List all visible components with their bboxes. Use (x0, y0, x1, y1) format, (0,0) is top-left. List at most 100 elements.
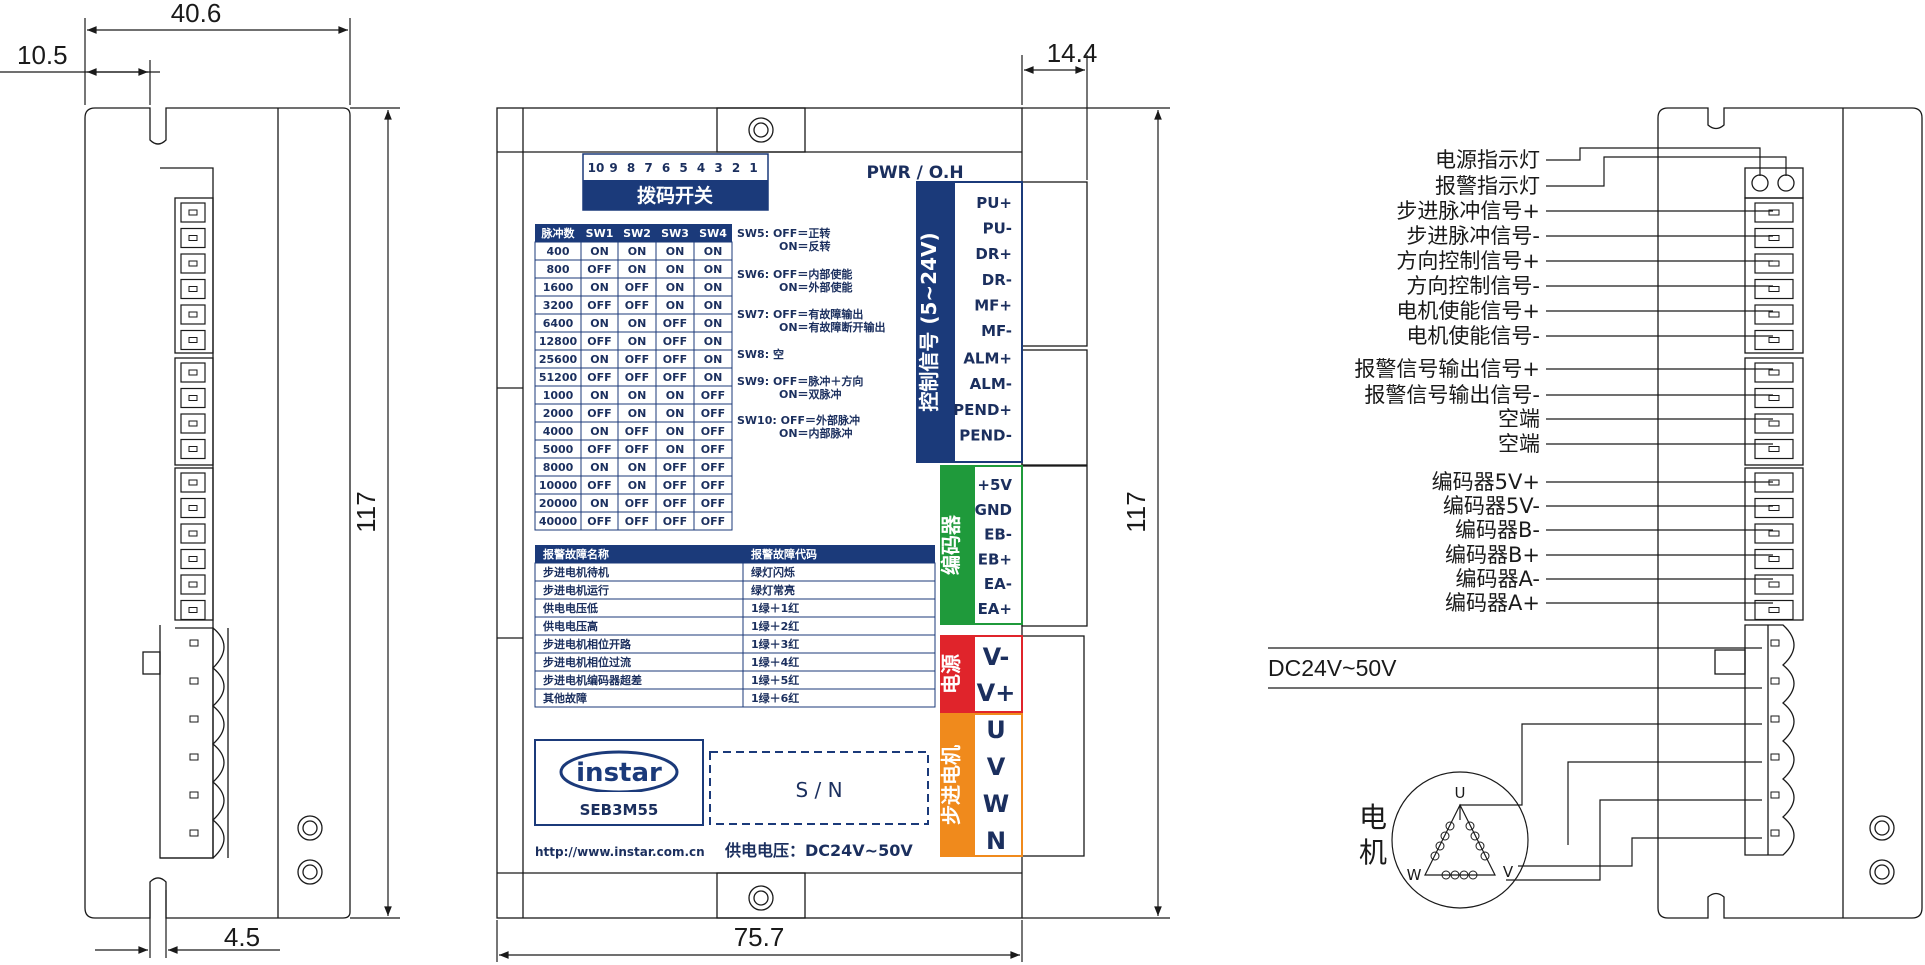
alarm-table-value: 供电电压高 (542, 619, 598, 633)
front-panel (496, 107, 1088, 919)
pulse-table-value: OFF (701, 443, 725, 456)
pin-cell (180, 304, 206, 325)
pulse-table-value: OFF (625, 515, 649, 528)
sw-note-line2: ON＝有故障断开输出 (779, 320, 886, 334)
pin-hole (188, 235, 198, 241)
pin-cell (1754, 329, 1794, 351)
pulse-table-value: ON (628, 389, 647, 402)
pin-cell (180, 413, 206, 434)
pin-cell (180, 599, 206, 621)
pulse-table-header: SW2 (623, 227, 651, 240)
terminal-hole (189, 753, 199, 761)
pulse-table-value: ON (628, 461, 647, 474)
motor-label-1: 电 (1359, 801, 1387, 834)
alarm-table-value: 其他故障 (543, 691, 587, 705)
pulse-table-value: 800 (547, 263, 570, 276)
pulse-table-value: ON (704, 353, 723, 366)
pin-hole (1768, 395, 1780, 401)
pulse-table-value: OFF (625, 425, 649, 438)
sn-label: S / N (795, 778, 842, 802)
pin-cell (1754, 599, 1794, 621)
pulse-table-value: OFF (701, 425, 725, 438)
sw-note-line1: SW10: OFF＝外部脉冲 (737, 413, 860, 427)
dip-title: 拨码开关 (637, 184, 713, 207)
control-pin-label: MF+ (974, 296, 1012, 314)
wiring-label: 电源指示灯 (1435, 148, 1540, 172)
front-pin-labels: PU+PU-DR+DR-MF+MF-ALM+ALM-PEND+PEND-+5VG… (953, 194, 1015, 855)
pin-hole (1768, 607, 1780, 613)
pin-hole (188, 420, 198, 427)
pulse-table-value: OFF (701, 407, 725, 420)
motor-coil (1430, 821, 1490, 880)
wiring-label: 编码器A+ (1445, 591, 1540, 615)
terminal-hole (189, 715, 199, 723)
encoder-title: 编码器 (939, 514, 963, 575)
brand-logo: instar (576, 758, 662, 788)
motor-pin-label: U (986, 716, 1006, 744)
pulse-table-value: ON (704, 245, 723, 258)
pin-cell (180, 438, 206, 460)
pin-hole (1768, 235, 1780, 241)
pin-hole (188, 479, 198, 486)
pulse-table-value: OFF (587, 443, 611, 456)
pin-cell (1754, 523, 1794, 544)
pin-hole (1768, 337, 1780, 343)
wiring-label: 编码器B- (1455, 518, 1540, 542)
pin-cell (180, 227, 206, 249)
pulse-table-value: OFF (663, 497, 687, 510)
pulse-table-value: ON (590, 425, 609, 438)
alarm-table-value: 1绿＋5红 (751, 673, 799, 687)
pin-hole (1768, 420, 1780, 427)
wiring-label: 编码器5V+ (1432, 470, 1540, 494)
dip-number: 10 (588, 161, 605, 175)
pulse-table-value: ON (628, 407, 647, 420)
pulse-table-value: 2000 (543, 407, 574, 420)
pin-cell (1754, 304, 1794, 325)
pulse-table-header-bg (535, 224, 732, 242)
power-and-motor-wiring (1268, 647, 1762, 909)
pwr-oh-label: PWR / O.H (866, 163, 963, 183)
pin-cell (180, 253, 206, 274)
sw-note-line2: ON＝双脉冲 (779, 387, 842, 401)
wiring-label: 方向控制信号- (1406, 274, 1540, 298)
pulse-table-value: ON (590, 245, 609, 258)
pin-hole (188, 369, 198, 376)
pin-cell (180, 362, 206, 383)
pulse-table-value: 51200 (539, 371, 578, 384)
pin-hole (1768, 311, 1780, 318)
control-pin-label: PEND- (959, 426, 1012, 444)
terminal-hole (1770, 715, 1780, 723)
pulse-table-value: OFF (663, 515, 687, 528)
pulse-table-value: OFF (701, 389, 725, 402)
control-pin-label: DR+ (975, 245, 1012, 263)
wiring-label: 电机使能信号+ (1396, 299, 1540, 323)
pulse-table-value: OFF (701, 515, 725, 528)
control-signal-title: 控制信号 (5~24V) (917, 232, 941, 411)
pin-cell (180, 278, 206, 300)
pin-hole (1768, 369, 1780, 376)
pulse-table-value: OFF (625, 353, 649, 366)
pin-cell (180, 548, 206, 570)
connector-bands (916, 181, 1023, 857)
pulse-table-value: ON (590, 461, 609, 474)
side-view (84, 107, 351, 919)
pulse-table-value: ON (628, 245, 647, 258)
side-connector-pins (180, 202, 206, 837)
pulse-table-value: 6400 (543, 317, 574, 330)
pin-hole (1768, 530, 1780, 537)
pin-hole (188, 337, 198, 343)
motor-label-2: 机 (1359, 836, 1387, 869)
encoder-pin-label: EB+ (978, 550, 1012, 568)
alarm-table-header: 报警故障代码 (751, 547, 817, 561)
pulse-table-value: ON (628, 479, 647, 492)
terminal-hole (1770, 639, 1780, 647)
dip-number: 2 (732, 161, 740, 175)
pulse-table-value: OFF (663, 479, 687, 492)
pin-hole (188, 505, 198, 511)
alarm-table-header: 报警故障名称 (543, 547, 609, 561)
dim-117-side: 117 (351, 491, 381, 532)
terminal-hole (189, 677, 199, 685)
sw-note-line2: ON＝反转 (779, 239, 831, 253)
